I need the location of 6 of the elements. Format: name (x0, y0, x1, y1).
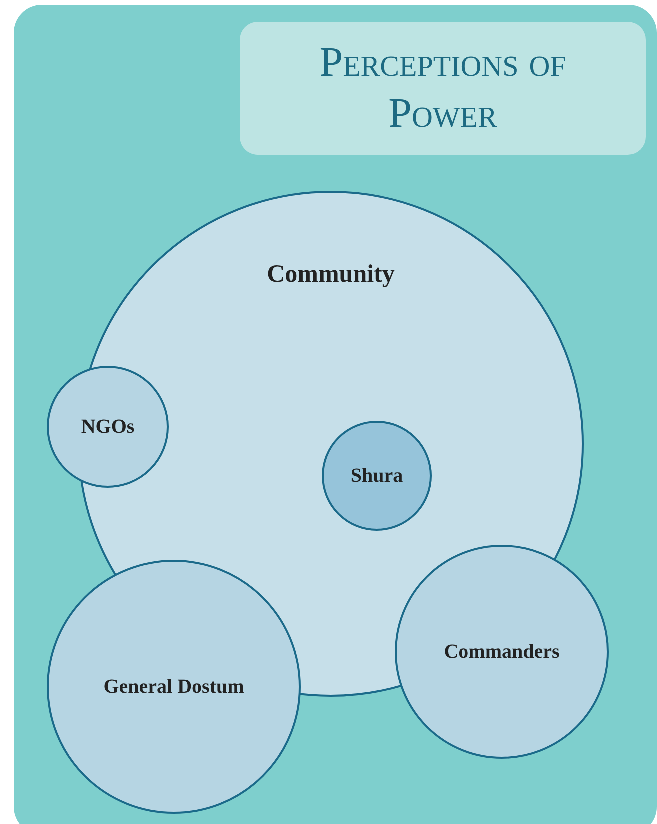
circle-label: NGOs (80, 414, 136, 440)
title: Perceptions of Power (318, 39, 568, 138)
circle-label: Shura (350, 464, 404, 488)
circle-label: Commanders (443, 640, 561, 664)
circle-label: Community (266, 262, 396, 287)
circle-label: General Dostum (102, 674, 246, 700)
